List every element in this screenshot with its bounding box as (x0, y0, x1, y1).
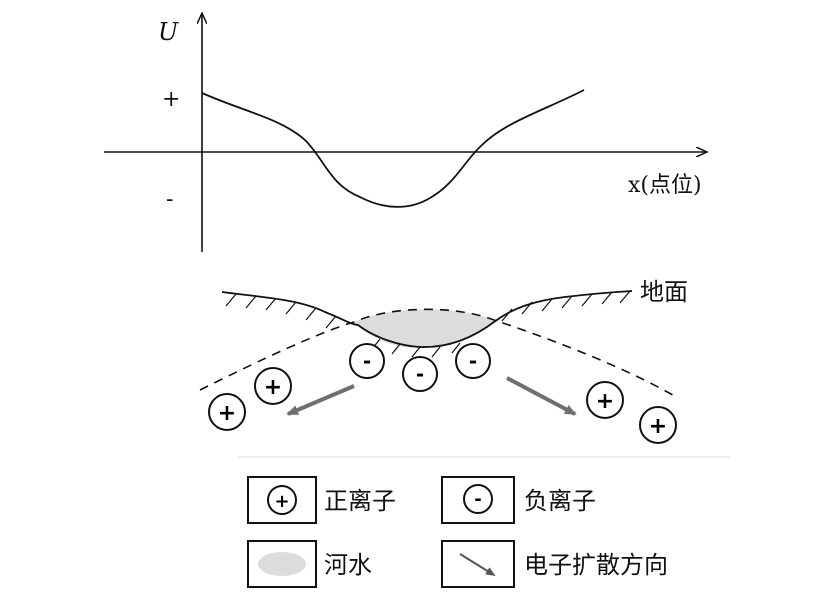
svg-text:+: + (264, 375, 282, 400)
svg-text:-: - (416, 362, 424, 386)
potential-graph: U + - x(点位) (104, 14, 706, 252)
legend-positive-label: 正离子 (324, 487, 396, 515)
legend-river-water: 河水 (247, 540, 372, 588)
negative-ion: - (349, 343, 385, 379)
positive-ion: + (208, 393, 246, 431)
positive-ion: + (254, 367, 292, 405)
svg-text:+: + (218, 401, 236, 426)
legend-negative-label: 负离子 (524, 487, 596, 515)
charge-boundary-dashed (199, 308, 679, 399)
legend: + 正离子 - 负离子 河水 电子扩散方向 (247, 476, 668, 588)
negative-ion: - (455, 343, 491, 379)
legend-arrow-icon (459, 553, 496, 577)
minus-tick-label: - (166, 187, 173, 212)
legend-negative-ion: - 负离子 (441, 476, 596, 524)
legend-positive-symbol: + (274, 491, 289, 512)
river-water (354, 309, 494, 348)
svg-text:+: + (596, 389, 614, 414)
x-axis-label: x(点位) (628, 173, 702, 198)
ground-label: 地面 (640, 278, 688, 306)
svg-text:-: - (363, 349, 371, 373)
svg-text:-: - (469, 349, 477, 373)
electron-diffusion-arrow-left (286, 384, 355, 416)
plus-tick-label: + (162, 87, 180, 112)
y-axis-label: U (158, 18, 179, 46)
potential-curve (201, 89, 585, 208)
positive-ion: + (586, 381, 624, 419)
negative-ion: - (402, 356, 438, 392)
ground-hatching (225, 290, 631, 358)
legend-electron-diffusion: 电子扩散方向 (441, 540, 668, 588)
legend-positive-ion: + 正离子 (247, 476, 396, 524)
legend-river-label: 河水 (324, 551, 372, 579)
legend-negative-symbol: - (474, 489, 481, 510)
positive-ion: + (639, 406, 677, 444)
legend-diffusion-label: 电子扩散方向 (524, 551, 668, 579)
svg-text:+: + (649, 414, 667, 439)
electron-diffusion-arrow-right (506, 376, 577, 416)
cross-section: 地面 - - - + + + + (199, 278, 730, 458)
